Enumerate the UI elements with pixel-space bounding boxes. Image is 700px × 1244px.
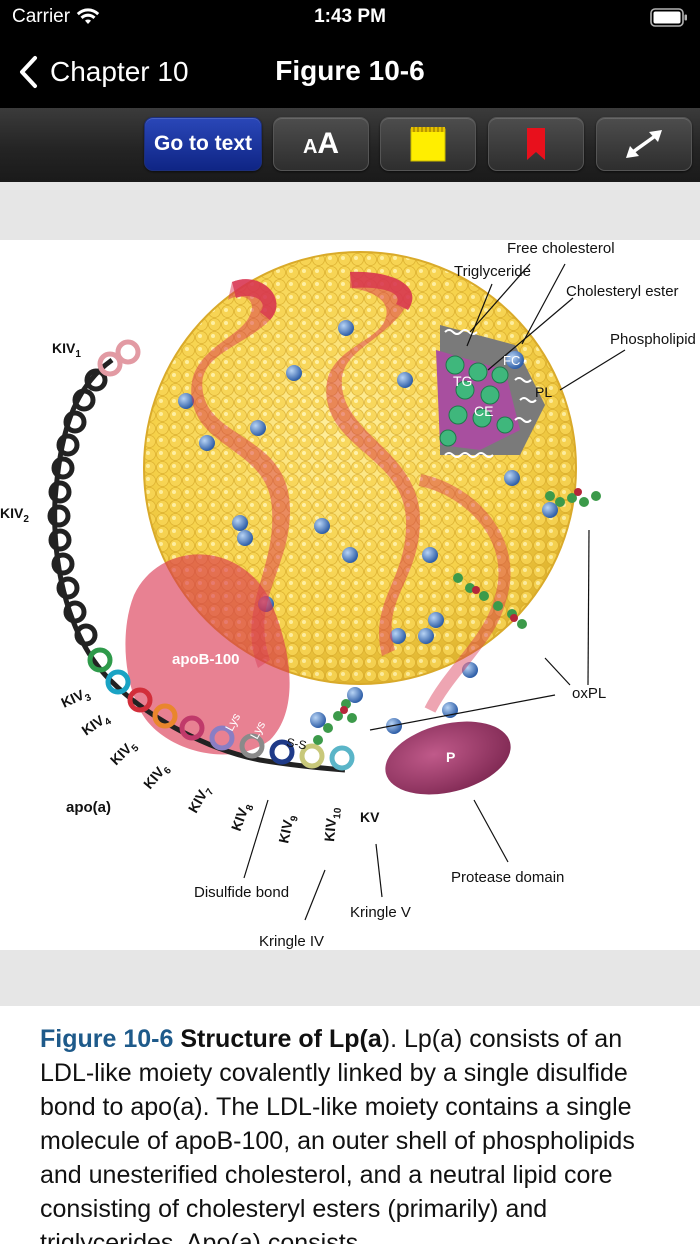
label-disulfide-ss: S-S [285, 735, 307, 752]
font-size-icon: AA [303, 127, 339, 161]
label-ce: CE [474, 403, 493, 419]
navigation-bar: Chapter 10 Figure 10-6 [0, 36, 700, 108]
label-kiv5: KIV5 [107, 736, 142, 771]
label-tg: TG [453, 373, 472, 389]
label-kiv10: KIV10 [321, 806, 344, 843]
wifi-icon [76, 8, 100, 24]
figure-area: Free cholesterol Triglyceride Cholestery… [0, 182, 700, 1006]
carrier-label: Carrier [12, 6, 71, 27]
bookmark-icon [527, 128, 545, 160]
label-kiv8: KIV8 [228, 800, 257, 834]
chevron-left-icon [20, 56, 37, 88]
lpa-diagram: Free cholesterol Triglyceride Cholestery… [0, 240, 696, 950]
status-carrier: Carrier [12, 6, 100, 28]
toolbar: Go to text AA [0, 108, 700, 182]
label-cholesteryl-ester: Cholesteryl ester [566, 283, 679, 300]
annotation-arrows [243, 263, 626, 921]
label-kiv4: KIV4 [79, 709, 115, 742]
label-disulfide-bond: Disulfide bond [194, 884, 289, 901]
caption-text: . Lp(a) consists of an LDL-like moiety c… [40, 1025, 635, 1244]
status-time: 1:43 PM [314, 6, 386, 27]
sticky-note-icon [410, 127, 446, 162]
back-button[interactable]: Chapter 10 [18, 54, 189, 90]
status-bar: Carrier 1:43 PM [0, 0, 700, 36]
label-pl: PL [535, 384, 552, 400]
label-kiv1: KIV1 [52, 340, 81, 360]
label-kiv3: KIV3 [59, 684, 94, 715]
bookmark-button[interactable] [488, 117, 584, 171]
label-fc: FC [503, 353, 520, 368]
caption-title: Structure of Lp(a [180, 1025, 382, 1053]
label-kringle-v: Kringle V [350, 904, 411, 921]
label-triglyceride: Triglyceride [454, 263, 531, 280]
font-size-small-letter: A [302, 136, 318, 158]
apo-a-chain [47, 339, 355, 773]
label-p: P [446, 749, 455, 765]
label-apoa: apo(a) [66, 799, 111, 816]
label-kiv6: KIV6 [140, 759, 174, 794]
label-oxpl: oxPL [572, 685, 606, 702]
go-to-text-button[interactable]: Go to text [144, 117, 262, 171]
lipid-core-cutaway [436, 325, 545, 458]
label-phospholipid: Phospholipid [610, 331, 696, 348]
label-kv: KV [360, 809, 380, 825]
battery-icon [650, 8, 687, 27]
label-free-cholesterol: Free cholesterol [507, 240, 615, 257]
expand-icon [626, 130, 662, 158]
label-kiv9: KIV9 [275, 813, 301, 846]
font-size-big-letter: A [317, 127, 340, 160]
label-protease-domain: Protease domain [451, 869, 564, 886]
note-button[interactable] [380, 117, 476, 171]
oxpl-molecules [313, 488, 601, 745]
label-apob100: apoB-100 [172, 651, 240, 668]
label-kiv7: KIV7 [185, 782, 217, 817]
figure-image[interactable]: Free cholesterol Triglyceride Cholestery… [0, 240, 700, 950]
font-size-button[interactable]: AA [273, 117, 369, 171]
caption-title-end: ) [381, 1025, 391, 1053]
protease-domain [385, 721, 511, 795]
figure-caption: Figure 10-6 Structure of Lp(a). Lp(a) co… [40, 1022, 660, 1244]
label-kiv2: KIV2 [0, 505, 29, 525]
label-kringle-iv: Kringle IV [259, 933, 324, 950]
caption-figure-label: Figure 10-6 [40, 1025, 174, 1053]
back-label: Chapter 10 [50, 56, 189, 87]
expand-button[interactable] [596, 117, 692, 171]
page-title: Figure 10-6 [275, 55, 425, 86]
